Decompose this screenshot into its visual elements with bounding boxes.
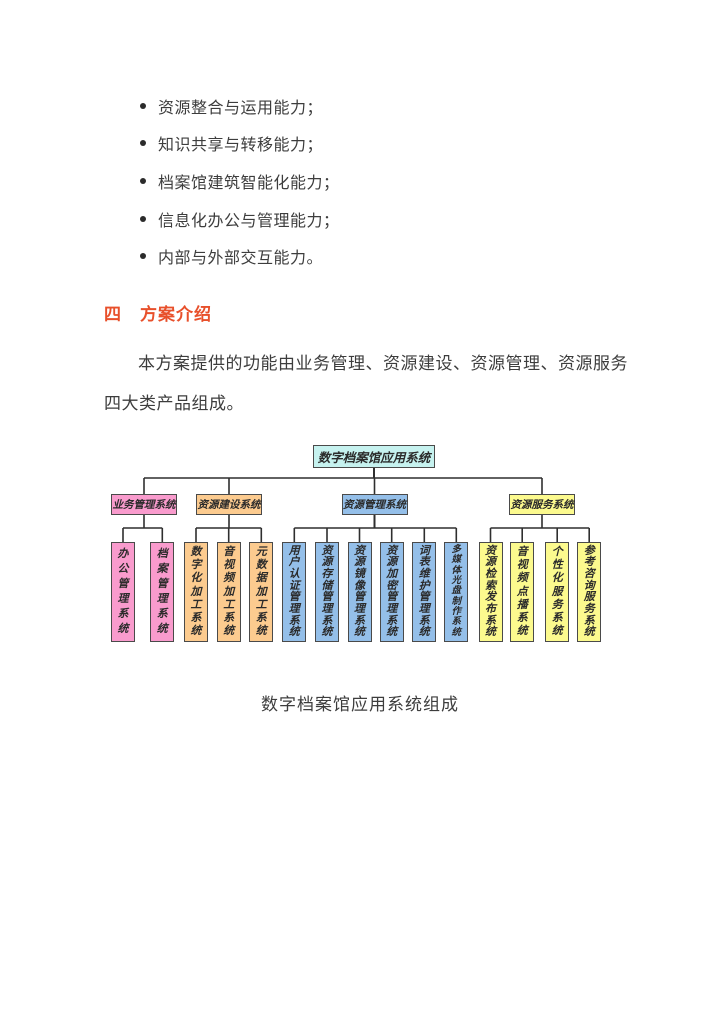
bullet-dot-icon xyxy=(140,140,146,147)
group-box: 资源管理系统 xyxy=(341,494,408,515)
bullet-list: 资源整合与运用能力； 知识共享与转移能力； 档案馆建筑智能化能力； 信息化办公与管理能… xyxy=(140,87,340,275)
system-box: 档案管理系统 xyxy=(150,542,175,642)
group-box: 资源建设系统 xyxy=(196,494,262,515)
bullet-dot-icon xyxy=(140,253,146,260)
paragraph-line: 四大类产品组成。 xyxy=(104,394,244,413)
system-box: 音视频点播系统 xyxy=(510,542,535,642)
bullet-text: 资源整合与运用能力； xyxy=(158,99,324,117)
bullet-item: 资源整合与运用能力； xyxy=(140,87,340,125)
system-box: 元数据加工系统 xyxy=(249,542,274,642)
org-chart-diagram: 数字档案馆应用系统业务管理系统办公管理系统档案管理系统 资源建设系统数字化加工系统… xyxy=(100,440,620,675)
bullet-item: 内部与外部交互能力。 xyxy=(140,237,340,275)
system-box: 资源镜像管理系统 xyxy=(347,542,372,642)
system-box: 词表维护管理系统 xyxy=(412,542,437,642)
group-box: 资源服务系统 xyxy=(509,494,575,515)
system-box: 资源加密管理系统 xyxy=(379,542,404,642)
section-title: 方案介绍 xyxy=(140,305,212,324)
root-system-box: 数字档案馆应用系统 xyxy=(313,445,435,468)
system-box: 资源存储管理系统 xyxy=(315,542,339,642)
system-box: 办公管理系统 xyxy=(111,542,135,642)
section-number: 四 xyxy=(104,305,122,324)
system-box: 音视频加工系统 xyxy=(216,542,241,642)
bullet-text: 档案馆建筑智能化能力； xyxy=(158,174,340,192)
system-box: 用户认证管理系统 xyxy=(282,542,307,642)
figure-caption: 数字档案馆应用系统组成 xyxy=(261,695,459,714)
bullet-text: 知识共享与转移能力； xyxy=(158,137,324,155)
bullet-dot-icon xyxy=(140,102,146,109)
bullet-dot-icon xyxy=(140,177,146,184)
system-box: 参考咨询服务系统 xyxy=(577,542,602,642)
bullet-item: 档案馆建筑智能化能力； xyxy=(140,162,340,200)
bullet-text: 信息化办公与管理能力； xyxy=(158,212,340,230)
section-heading: 四方案介绍 xyxy=(104,300,212,325)
connector-lines xyxy=(122,468,591,542)
system-box: 个性化服务系统 xyxy=(545,542,570,642)
system-box: 数字化加工系统 xyxy=(184,542,208,642)
bullet-item: 知识共享与转移能力； xyxy=(140,125,340,163)
bullet-text: 内部与外部交互能力。 xyxy=(158,250,324,268)
paragraph-line: 本方案提供的功能由业务管理、资源建设、资源管理、资源服务 xyxy=(138,354,628,373)
system-box: 多媒体光盘制作系统 xyxy=(444,542,469,642)
system-box: 资源检索发布系统 xyxy=(478,542,503,642)
bullet-item: 信息化办公与管理能力； xyxy=(140,200,340,238)
group-box: 业务管理系统 xyxy=(111,494,177,515)
bullet-dot-icon xyxy=(140,215,146,222)
body-paragraph: 本方案提供的功能由业务管理、资源建设、资源管理、资源服务四大类产品组成。 xyxy=(104,344,628,424)
